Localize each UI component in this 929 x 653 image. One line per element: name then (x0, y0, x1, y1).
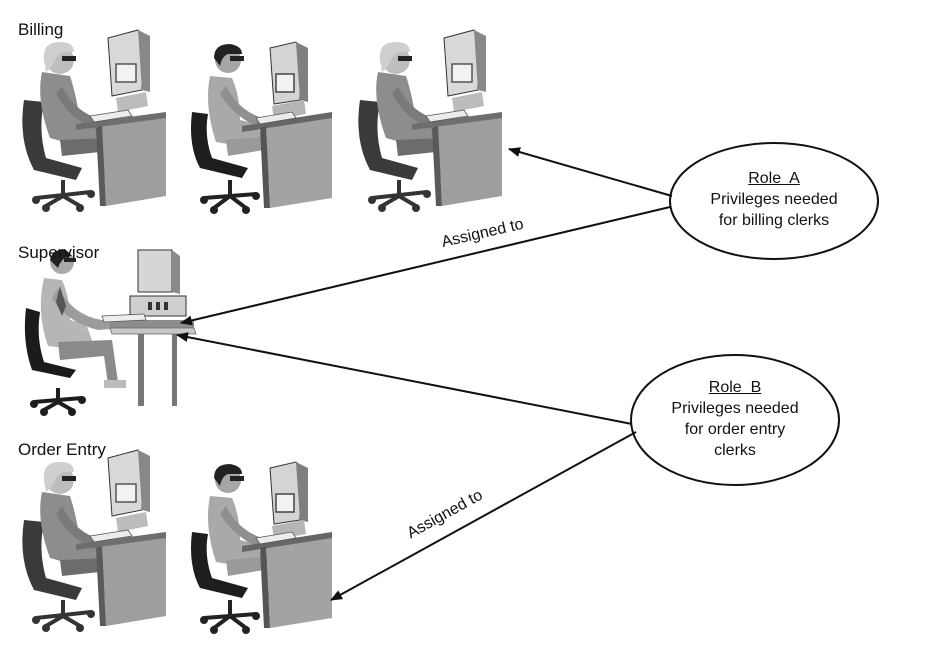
role-a-text: Role A Privileges needed for billing cle… (674, 168, 874, 231)
billing-clerk-1 (20, 28, 169, 214)
billing-clerk-3 (356, 28, 504, 214)
role-a-ellipse (669, 142, 879, 260)
arrow-role-b-to-supervisor (176, 332, 633, 425)
role-a-title: Role A (748, 170, 800, 187)
arrow-role-b-to-order-entry (330, 431, 637, 601)
supervisor-figure (22, 247, 198, 418)
role-b-ellipse (630, 354, 840, 486)
role-b-line2: for order entry (684, 421, 786, 438)
order-entry-clerk-1 (20, 448, 169, 634)
role-b-line1: Privileges needed (671, 400, 799, 417)
supervisor-label: Supervisor (18, 243, 100, 262)
role-a-line1: Privileges needed (710, 191, 838, 208)
role-a-line2: for billing clerks (718, 212, 830, 229)
role-b-line3: clerks (714, 442, 756, 459)
billing-clerk-2 (189, 40, 334, 216)
order-entry-label: Order Entry (18, 440, 106, 459)
order-entry-clerk-2 (189, 460, 334, 636)
arrow-role-a-to-supervisor (180, 206, 671, 326)
billing-label: Billing (18, 20, 64, 39)
role-b-text: Role B Privileges needed for order entry… (635, 377, 835, 461)
arrow-role-a-to-billing (508, 147, 673, 197)
role-b-title: Role B (708, 379, 762, 396)
